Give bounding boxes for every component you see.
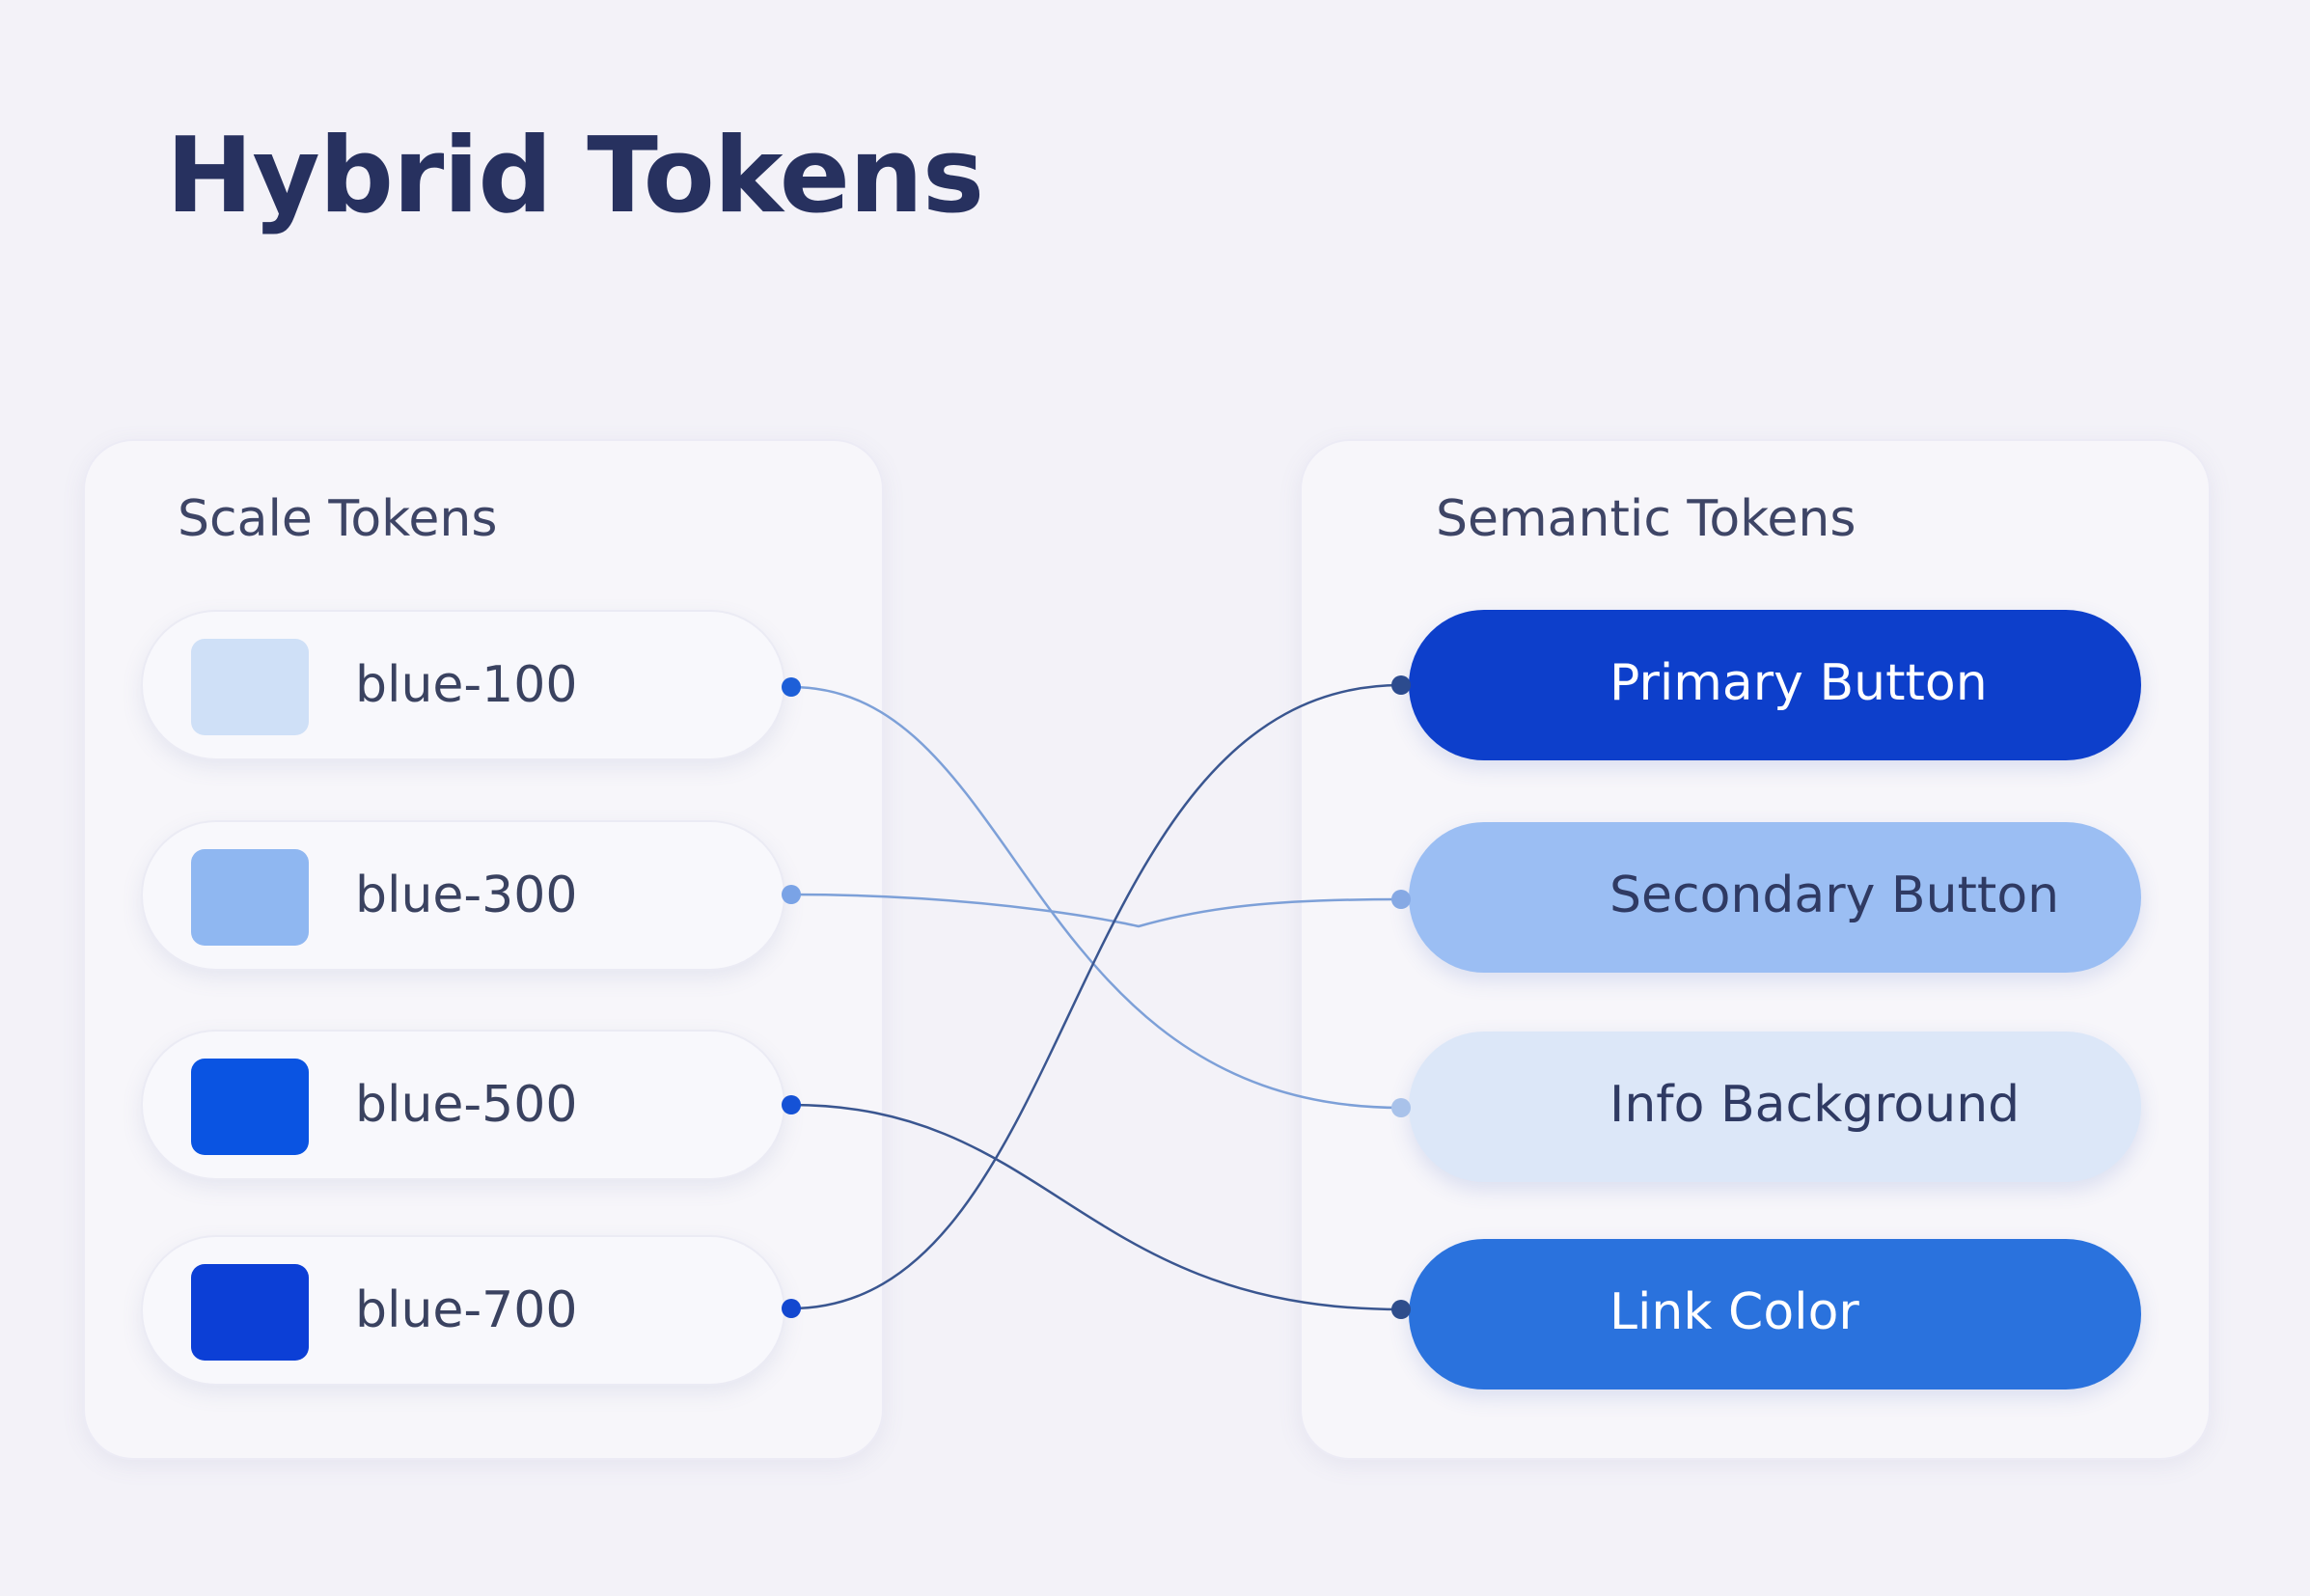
color-swatch bbox=[191, 849, 309, 946]
scale-token-label: blue-100 bbox=[355, 656, 578, 714]
color-swatch bbox=[191, 1264, 309, 1361]
page-title: Hybrid Tokens bbox=[166, 116, 984, 236]
semantic-token-label: Link Color bbox=[1609, 1283, 1859, 1341]
scale-token-blue-100[interactable]: blue-100 bbox=[141, 610, 785, 760]
semantic-token-info-background[interactable]: Info Background bbox=[1409, 1032, 2141, 1182]
scale-token-label: blue-500 bbox=[355, 1076, 578, 1134]
semantic-token-label: Info Background bbox=[1609, 1076, 2021, 1134]
color-swatch bbox=[191, 1059, 309, 1155]
scale-token-blue-300[interactable]: blue-300 bbox=[141, 820, 785, 971]
semantic-token-link-color[interactable]: Link Color bbox=[1409, 1239, 2141, 1390]
color-swatch bbox=[191, 639, 309, 735]
semantic-token-label: Secondary Button bbox=[1609, 867, 2060, 924]
scale-token-blue-700[interactable]: blue-700 bbox=[141, 1235, 785, 1386]
scale-token-blue-500[interactable]: blue-500 bbox=[141, 1030, 785, 1180]
semantic-tokens-title: Semantic Tokens bbox=[1436, 490, 1856, 548]
scale-tokens-title: Scale Tokens bbox=[178, 490, 498, 548]
semantic-token-label: Primary Button bbox=[1609, 654, 1988, 712]
semantic-token-secondary-button[interactable]: Secondary Button bbox=[1409, 822, 2141, 973]
semantic-token-primary-button[interactable]: Primary Button bbox=[1409, 610, 2141, 760]
scale-token-label: blue-300 bbox=[355, 867, 578, 924]
scale-token-label: blue-700 bbox=[355, 1281, 578, 1339]
